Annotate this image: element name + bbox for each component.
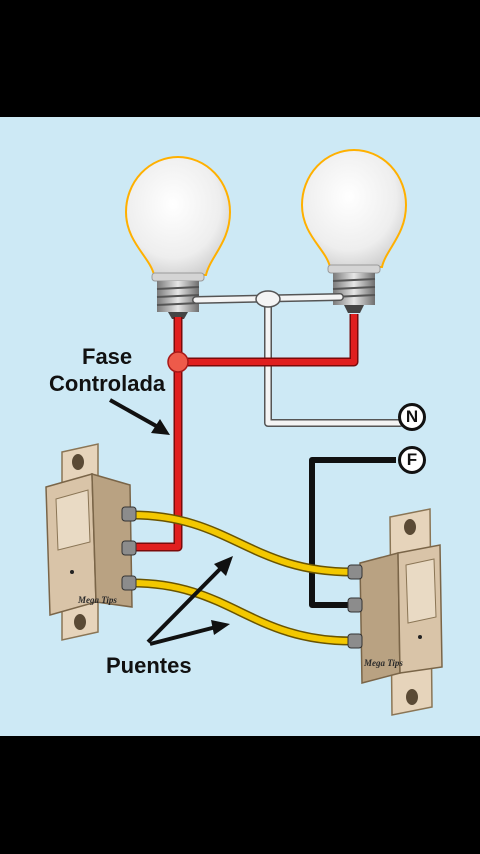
wiring-diagram [45, 149, 443, 716]
label-fase: Fase [82, 344, 133, 369]
watermark-left: Mega Tips [78, 595, 117, 605]
label-controlada: Controlada [49, 371, 166, 396]
arrow-fase [109, 398, 170, 435]
bridge-wires [131, 510, 353, 646]
watermark-right: Mega Tips [364, 658, 403, 668]
arrows [109, 398, 233, 646]
phase-controlled-wire [132, 314, 359, 552]
switch-right [347, 508, 443, 716]
phase-supply-wire [309, 457, 396, 608]
arrow-puentes-lower [149, 620, 230, 646]
phase-terminal: F [398, 446, 426, 474]
neutral-wire [192, 290, 404, 427]
bulb-left [124, 156, 232, 319]
bulb-right [300, 149, 408, 313]
neutral-terminal: N [398, 403, 426, 431]
diagram-canvas: Fase Controlada Puentes N F Mega Tips Me… [0, 117, 480, 736]
switch-left [45, 443, 137, 641]
arrow-puentes-upper [146, 556, 233, 644]
label-puentes: Puentes [106, 653, 192, 678]
